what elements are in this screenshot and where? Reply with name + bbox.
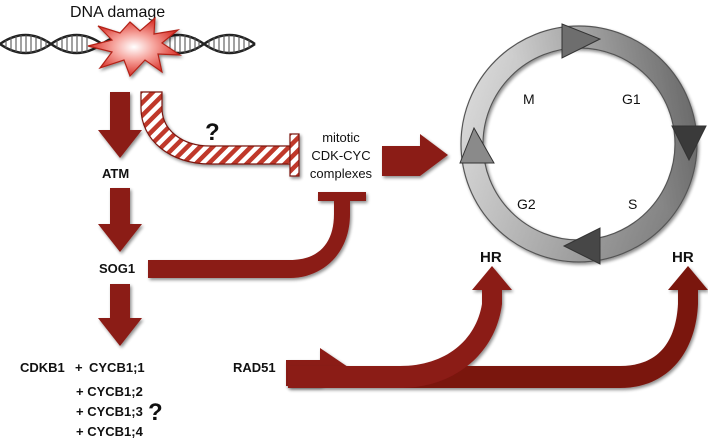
node-mitotic-line3: complexes (310, 166, 373, 181)
phase-label-m: M (523, 91, 535, 107)
hr-label-right: HR (672, 249, 694, 266)
node-atm: ATM (102, 166, 129, 181)
cycle-arrowhead-left (459, 126, 495, 164)
question-mark-inhibition: ? (205, 119, 220, 146)
node-sog1: SOG1 (99, 261, 135, 276)
cycle-arrowhead-right (671, 125, 707, 162)
node-cdkb1: CDKB1 (20, 360, 65, 375)
cycle-arrowhead-top (561, 23, 602, 59)
arrow-mitotic-to-cycle (382, 134, 448, 176)
node-mitotic-line1: mitotic (322, 130, 360, 145)
node-rad51: RAD51 (233, 360, 276, 375)
arrow-damage-to-atm (98, 92, 142, 158)
sog1-inhibition-arrow (148, 192, 366, 278)
node-plus: + (75, 360, 83, 375)
diagram-title: DNA damage (70, 4, 165, 21)
node-cycb1-3: + CYCB1;3 (76, 404, 143, 419)
uncertain-inhibition-arrow (140, 91, 300, 177)
damage-burst-icon (87, 16, 183, 78)
node-cycb1-4: + CYCB1;4 (76, 424, 144, 439)
node-cycb1-1: CYCB1;1 (89, 360, 145, 375)
phase-label-g1: G1 (622, 91, 641, 107)
cycle-arrowhead-bottom (562, 227, 601, 265)
phase-label-s: S (628, 196, 637, 212)
hr-label-left: HR (480, 249, 502, 266)
rad51-to-hr-arrows (288, 266, 708, 388)
node-mitotic-line2: CDK-CYC (311, 148, 370, 163)
arrow-sog1-to-cdkb1 (98, 284, 142, 346)
cell-cycle-ring (460, 25, 698, 263)
arrow-atm-to-sog1 (98, 188, 142, 252)
question-mark-cyclins: ? (148, 399, 163, 426)
node-cycb1-2: + CYCB1;2 (76, 384, 143, 399)
phase-label-g2: G2 (517, 196, 536, 212)
